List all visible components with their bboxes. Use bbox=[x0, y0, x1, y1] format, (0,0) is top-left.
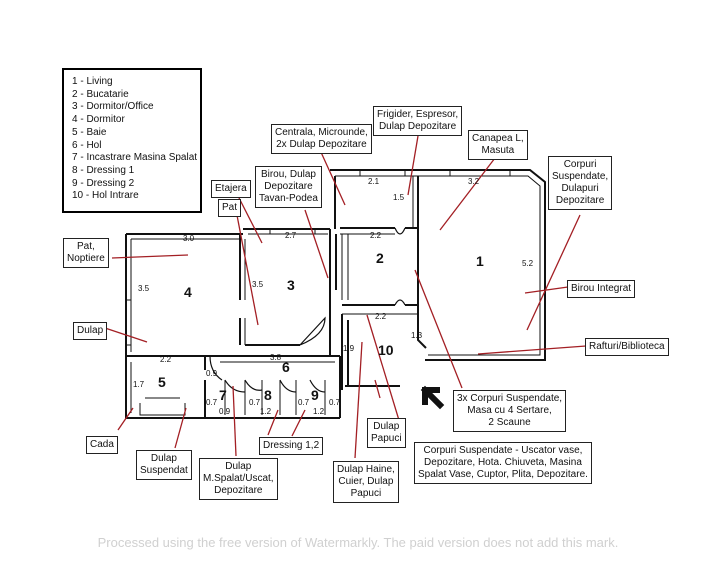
dimension-label: 3.2 bbox=[468, 177, 480, 186]
legend-item: 6 - Hol bbox=[72, 139, 102, 151]
dimension-label: 1.7 bbox=[133, 380, 145, 389]
label-dressing: Dressing 1,2 bbox=[259, 437, 324, 455]
dimension-label: 3.0 bbox=[183, 234, 195, 243]
label-dulap-suspendat: Dulap Suspendat bbox=[136, 450, 192, 480]
dimension-label: 1.3 bbox=[411, 331, 423, 340]
dimension-label: 1.5 bbox=[393, 193, 405, 202]
watermark-text: Processed using the free version of Wate… bbox=[97, 535, 619, 550]
label-dulap: Dulap bbox=[73, 322, 108, 340]
legend-item: 4 - Dormitor bbox=[72, 114, 125, 126]
dimension-label: 0.7 bbox=[249, 398, 261, 407]
legend-item: 9 - Dressing 2 bbox=[72, 177, 135, 189]
dimension-label: 3.5 bbox=[252, 280, 264, 289]
label-birou-integrat: Birou Integrat bbox=[567, 280, 636, 298]
dimension-label: 3.8 bbox=[270, 353, 282, 362]
dimension-label: 2.2 bbox=[160, 355, 172, 364]
room-number-4: 4 bbox=[184, 284, 192, 300]
legend-item: 2 - Bucatarie bbox=[72, 88, 129, 100]
label-cada: Cada bbox=[86, 436, 118, 454]
legend-item: 3 - Dormitor/Office bbox=[72, 101, 154, 113]
label-etajera: Etajera bbox=[211, 180, 251, 198]
label-frigider: Frigider, Espresor, Dulap Depozitare bbox=[373, 106, 463, 136]
room-number-1: 1 bbox=[476, 253, 484, 269]
label-dulap-masina: Dulap M.Spalat/Uscat, Depozitare bbox=[199, 458, 278, 500]
room-number-2: 2 bbox=[376, 250, 384, 266]
legend-item: 5 - Baie bbox=[72, 126, 107, 138]
dimension-label: 0.7 bbox=[206, 398, 218, 407]
walls bbox=[125, 169, 546, 419]
label-rafturi: Rafturi/Biblioteca bbox=[585, 338, 669, 356]
label-corpuri-suspendate: Corpuri Suspendate, Dulapuri Depozitare bbox=[548, 156, 613, 210]
dimension-label: 0.9 bbox=[219, 407, 231, 416]
dimension-label: 0.7 bbox=[329, 398, 341, 407]
dimension-label: 5.2 bbox=[522, 259, 534, 268]
dimension-label: 2.1 bbox=[368, 177, 380, 186]
label-centrala: Centrala, Microunde, 2x Dulap Depozitare bbox=[271, 124, 372, 154]
label-birou-dulap: Birou, Dulap Depozitare Tavan-Podea bbox=[255, 166, 322, 208]
room-number-3: 3 bbox=[287, 277, 295, 293]
label-corpuri-uscator: Corpuri Suspendate - Uscator vase, Depoz… bbox=[414, 442, 592, 484]
dimension-label: 1.2 bbox=[313, 407, 325, 416]
dimension-label: 1.9 bbox=[343, 344, 355, 353]
label-pat: Pat bbox=[218, 199, 242, 217]
dimension-label: 2.2 bbox=[370, 231, 382, 240]
label-canapea: Canapea L, Masuta bbox=[468, 130, 528, 160]
windows bbox=[126, 170, 511, 346]
legend: 1 - Living 2 - Bucatarie 3 - Dormitor/Of… bbox=[62, 68, 202, 213]
door-swings bbox=[209, 227, 406, 393]
dimension-label: 1.2 bbox=[260, 407, 272, 416]
room-number-8: 8 bbox=[264, 387, 272, 403]
dimension-label: 0.9 bbox=[206, 369, 218, 378]
legend-item: 1 - Living bbox=[72, 76, 113, 87]
legend-item: 8 - Dressing 1 bbox=[72, 164, 135, 176]
entrance-arrow-icon bbox=[420, 385, 445, 410]
label-corpuri-masa: 3x Corpuri Suspendate, Masa cu 4 Sertare… bbox=[453, 390, 567, 432]
dimension-label: 2.7 bbox=[285, 231, 297, 240]
room-number-10: 10 bbox=[378, 342, 394, 358]
room-number-9: 9 bbox=[311, 387, 319, 403]
dimension-label: 0.7 bbox=[298, 398, 310, 407]
dimension-label: 3.5 bbox=[138, 284, 150, 293]
label-dulap-papuci: Dulap Papuci bbox=[367, 418, 406, 448]
room-number-5: 5 bbox=[158, 374, 166, 390]
room-number-7: 7 bbox=[219, 387, 227, 403]
dimension-label: 2.2 bbox=[375, 312, 387, 321]
legend-item: 7 - Incastrare Masina Spalat bbox=[72, 152, 198, 164]
label-dulap-haine: Dulap Haine, Cuier, Dulap Papuci bbox=[333, 461, 399, 503]
legend-item: 10 - Hol Intrare bbox=[72, 190, 139, 202]
room-number-6: 6 bbox=[282, 359, 290, 375]
label-pat-noptiere: Pat, Noptiere bbox=[63, 238, 109, 268]
